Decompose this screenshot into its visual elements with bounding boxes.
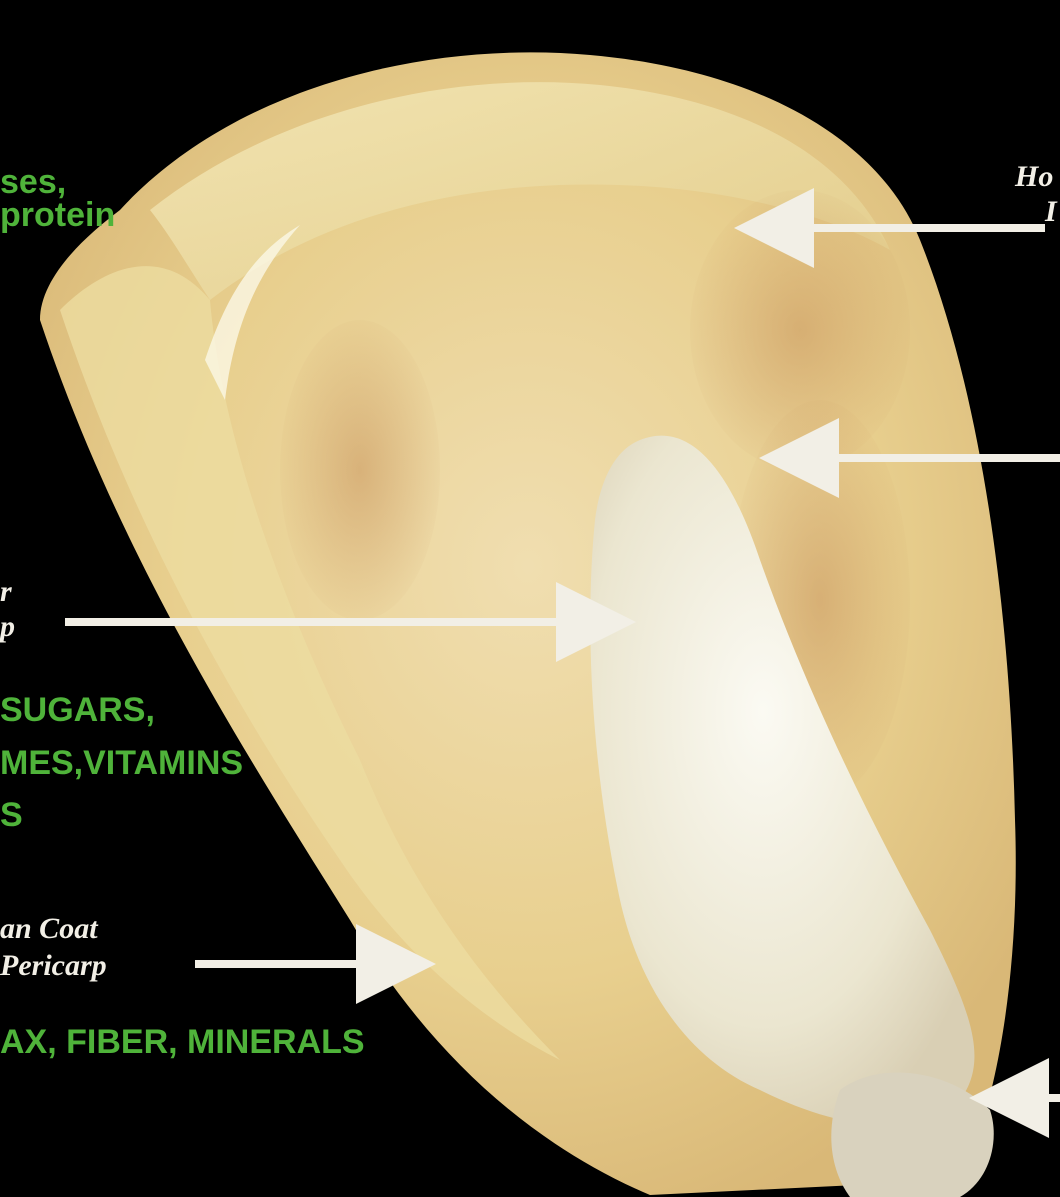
label-top-right-1: Ho — [1015, 160, 1053, 194]
note-germ-line3: S — [0, 795, 23, 835]
note-germ-line1: SUGARS, — [0, 690, 155, 730]
label-left-mid-2: p — [0, 610, 15, 644]
note-pericarp: AX, FIBER, MINERALS — [0, 1022, 365, 1062]
endosperm-shadow-1 — [280, 320, 440, 620]
label-pericarp: Pericarp — [0, 949, 107, 983]
note-endosperm-line2: protein — [0, 195, 115, 235]
note-germ-line2: MES,VITAMINS — [0, 743, 243, 783]
label-left-mid-1: r — [0, 575, 12, 609]
label-bran-coat: an Coat — [0, 912, 98, 946]
label-top-right-2: I — [1045, 195, 1057, 229]
